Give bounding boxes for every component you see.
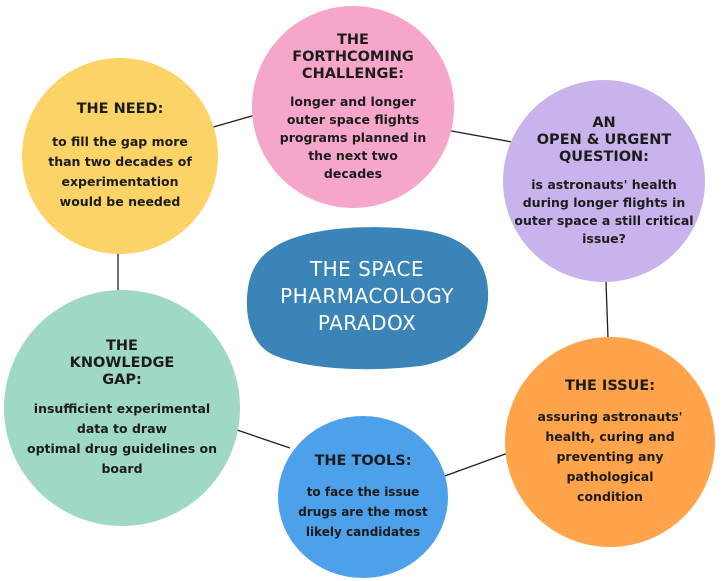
node-the-tools-title: THE TOOLS: [314, 452, 412, 469]
node-the-need-body: to fill the gap more than two decades of… [48, 133, 192, 209]
node-knowledge-gap-title: THE KNOWLEDGE GAP: [69, 337, 175, 388]
node-forthcoming-challenge-title: THE FORTHCOMING CHALLENGE: [292, 31, 414, 82]
node-the-need-title: THE NEED: [76, 100, 164, 117]
node-the-tools: THE TOOLS: to face the issue drugs are t… [278, 416, 448, 578]
center-topic: THE SPACE PHARMACOLOGY PARADOX [242, 222, 492, 370]
node-forthcoming-challenge: THE FORTHCOMING CHALLENGE: longer and lo… [252, 6, 454, 208]
node-open-urgent-question-title: AN OPEN & URGENT QUESTION: [536, 114, 672, 165]
link-tools-gap [236, 429, 291, 449]
node-open-urgent-question-body: is astronauts' health during longer flig… [514, 176, 694, 246]
node-the-issue-body: assuring astronauts' health, curing and … [537, 408, 683, 504]
link-challenge-question [445, 129, 513, 143]
link-question-issue [605, 281, 609, 339]
node-open-urgent-question: AN OPEN & URGENT QUESTION: is astronauts… [503, 80, 705, 282]
node-knowledge-gap-body: insufficient experimental data to draw o… [27, 400, 217, 476]
node-forthcoming-challenge-body: longer and longer outer space flights pr… [279, 93, 427, 181]
link-issue-tools [441, 452, 509, 478]
node-the-need: THE NEED: to fill the gap more than two … [22, 58, 218, 254]
node-the-tools-body: to face the issue drugs are the most lik… [298, 484, 428, 539]
node-knowledge-gap: THE KNOWLEDGE GAP: insufficient experime… [4, 290, 240, 526]
node-the-issue-title: THE ISSUE: [564, 377, 656, 394]
center-blob-shape [246, 227, 489, 370]
node-the-issue: THE ISSUE: assuring astronauts' health, … [505, 337, 715, 547]
center-topic-text: THE SPACE PHARMACOLOGY PARADOX [280, 256, 454, 335]
